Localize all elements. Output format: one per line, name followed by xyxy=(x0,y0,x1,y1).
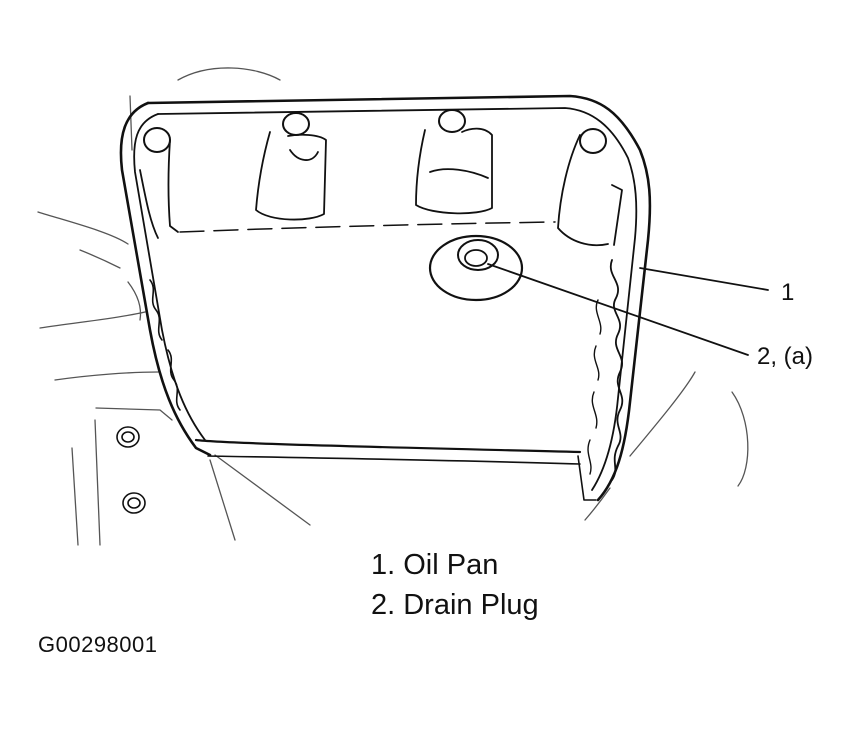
drain-plug xyxy=(428,234,524,302)
background-engine-lines xyxy=(37,67,749,546)
bracket-bolts xyxy=(116,426,146,514)
pan-bosses xyxy=(139,127,623,247)
flange-bolts xyxy=(143,109,607,154)
legend-item-drain-plug: 2. Drain Plug xyxy=(371,589,539,621)
callout-label-1: 1 xyxy=(781,279,794,306)
parts-legend: 1. Oil Pan 2. Drain Plug xyxy=(371,545,539,625)
callout-2-leader xyxy=(487,263,749,356)
oil-pan xyxy=(119,94,652,502)
callout-1-leader xyxy=(639,267,769,291)
callout-leaders xyxy=(487,263,769,356)
legend-item-oil-pan: 1. Oil Pan xyxy=(371,549,499,581)
callout-label-2: 2, (a) xyxy=(757,343,813,370)
figure-id: G00298001 xyxy=(38,632,158,657)
